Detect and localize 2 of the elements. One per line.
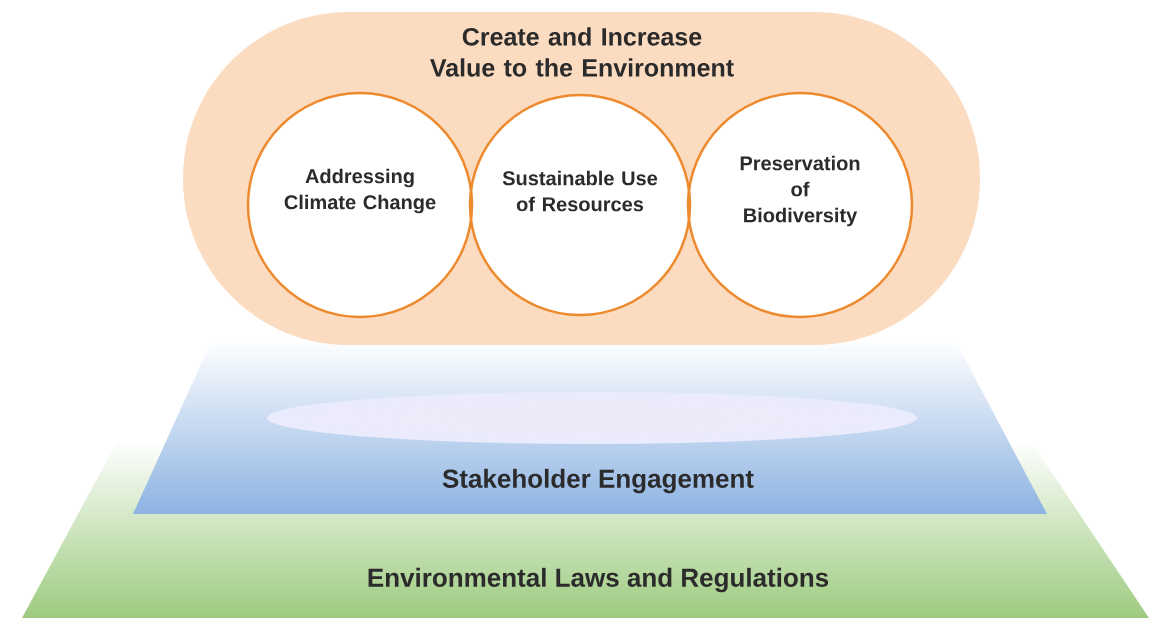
base-layer: Environmental Laws and Regulations <box>368 567 829 593</box>
middle-layer: Stakeholder Engagement <box>442 468 754 494</box>
